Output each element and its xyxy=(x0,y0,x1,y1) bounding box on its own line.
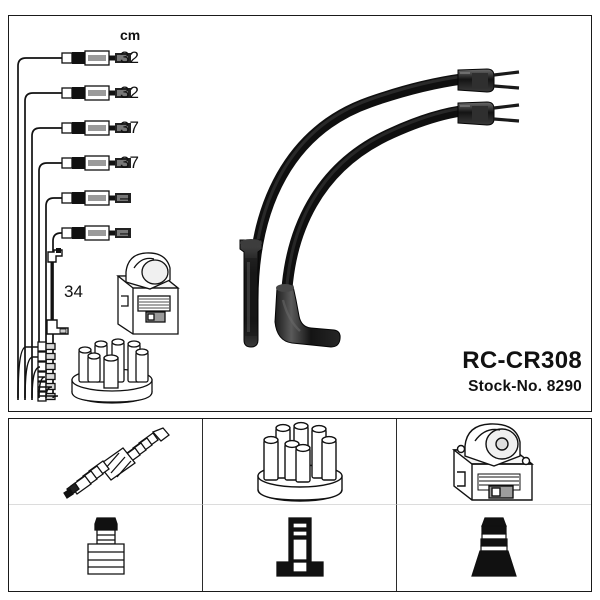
distributor-cap-icon xyxy=(256,421,343,502)
measurement-cable-3: 37 xyxy=(120,118,139,137)
legend-cell-distributor-cap xyxy=(203,419,397,505)
measurement-cable-1: 32 xyxy=(120,48,139,67)
ignition-coil-icon xyxy=(451,422,535,501)
distributor-terminal-icon xyxy=(275,517,324,577)
legend-cell-ignition-coil xyxy=(397,419,591,505)
legend-cell-coil-terminal xyxy=(397,505,591,591)
spark-plug-terminal-icon xyxy=(86,517,125,575)
measurement-unit-header: cm xyxy=(120,27,141,43)
measurement-cable-2: 32 xyxy=(120,83,139,102)
legend-cell-spark-plug-connector xyxy=(9,419,203,505)
product-title-block: RC-CR308 Stock-No. 8290 xyxy=(462,347,582,395)
measurement-cable-4: 37 xyxy=(120,153,139,172)
measurement-coil-lead: 34 xyxy=(64,282,83,301)
legend-cell-distributor-terminal xyxy=(203,505,397,591)
measurement-cable-5: – xyxy=(120,188,130,207)
spark-plug-icon xyxy=(62,426,170,499)
legend-cell-spark-plug-terminal xyxy=(9,505,203,591)
coil-terminal-icon xyxy=(471,517,517,577)
measurement-cable-6: – xyxy=(120,223,130,242)
legend-grid xyxy=(8,418,592,592)
part-code: RC-CR308 xyxy=(462,347,582,374)
stock-number: Stock-No. 8290 xyxy=(468,377,582,395)
